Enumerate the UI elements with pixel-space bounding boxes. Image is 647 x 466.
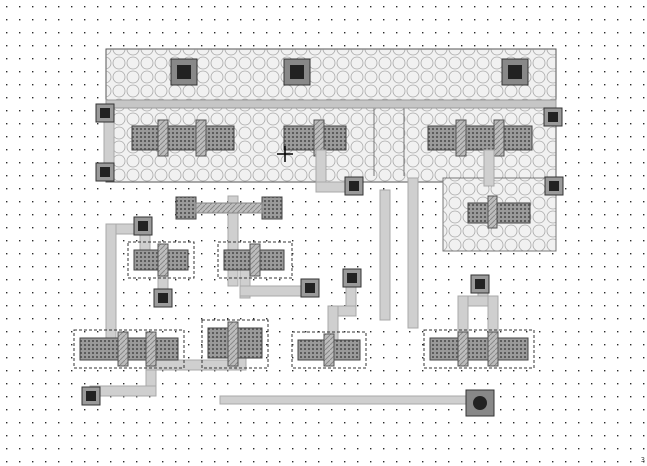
- metal-routing[interactable]: [89, 107, 499, 405]
- corner-label: 3: [640, 456, 645, 464]
- via-contact-core: [475, 279, 485, 289]
- pmos-row[interactable]: [131, 119, 533, 157]
- poly-resistor[interactable]: [175, 196, 283, 220]
- nmos-right-diffusion[interactable]: [467, 202, 531, 224]
- nwell-right[interactable]: [442, 177, 557, 252]
- via-contact-core: [548, 112, 558, 122]
- via-contact-core: [305, 283, 315, 293]
- via-contacts[interactable]: [81, 103, 564, 406]
- nmos-cells-mid[interactable]: [127, 241, 293, 279]
- via-contact-core: [549, 181, 559, 191]
- crosshair-cursor-icon: [277, 146, 293, 162]
- via-contact-core: [100, 108, 110, 118]
- metal-rail-vdd[interactable]: [105, 99, 557, 109]
- well-taps[interactable]: [170, 58, 529, 417]
- via-contact-core: [100, 167, 110, 177]
- via-contact-core: [347, 273, 357, 283]
- via-contact-core: [158, 293, 168, 303]
- via-contact-core: [138, 221, 148, 231]
- via-contact-core: [349, 181, 359, 191]
- via-contact-core: [86, 391, 96, 401]
- nmos-cells-bottom[interactable]: [73, 319, 535, 369]
